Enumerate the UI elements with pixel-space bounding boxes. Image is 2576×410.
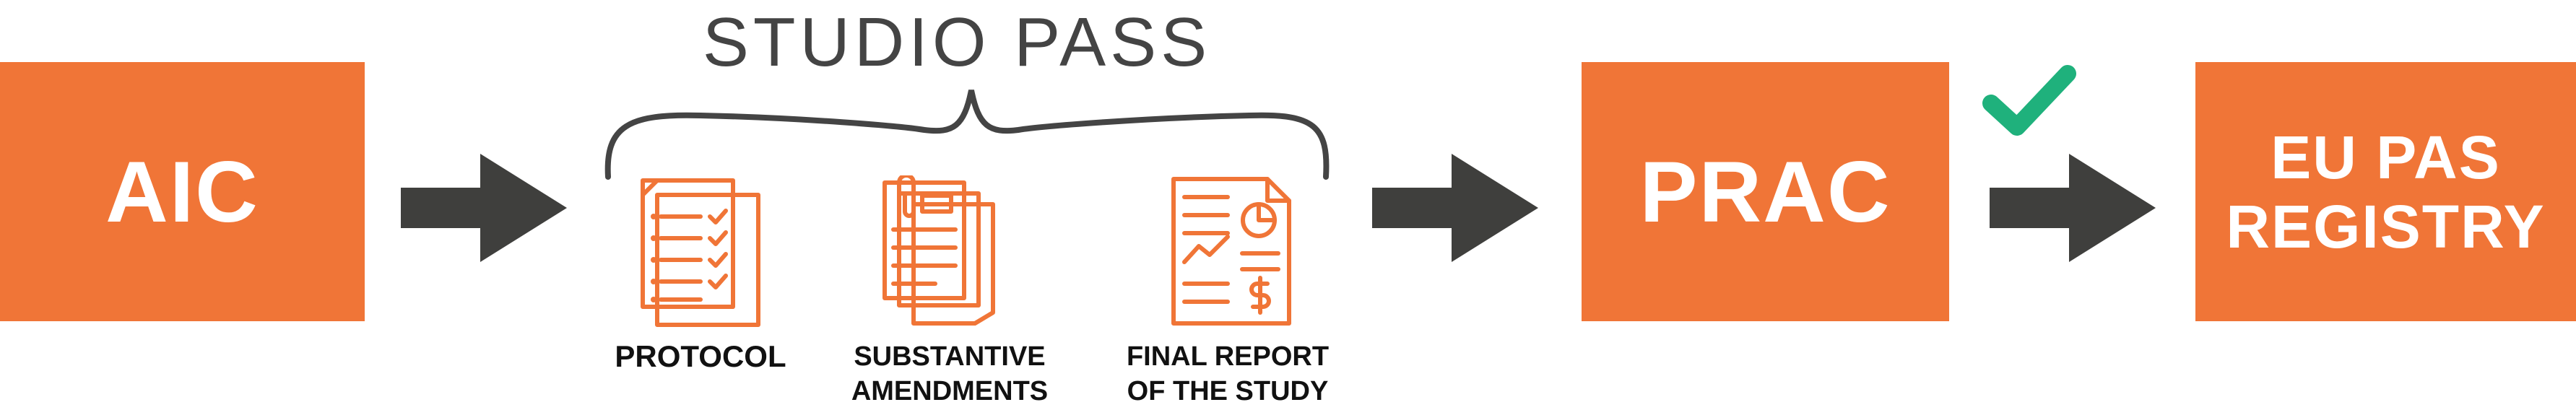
prac-box: PRAC [1582, 62, 1949, 321]
aic-box: AIC [0, 62, 365, 321]
arrow-right-icon [401, 154, 567, 262]
arrow-right-icon [1372, 154, 1538, 262]
protocol-label: PROTOCOL [615, 339, 786, 373]
eu-pas-registry-label: EU PAS REGISTRY [2226, 123, 2546, 261]
final-report-document-icon [1171, 177, 1291, 326]
checkmark-icon [1982, 65, 2076, 136]
final-report-label: FINAL REPORT OF THE STUDY [1126, 341, 1330, 406]
aic-label: AIC [105, 143, 259, 240]
curly-brace [604, 90, 1330, 180]
protocol-document-icon [641, 178, 760, 327]
prac-label: PRAC [1639, 143, 1891, 240]
substantive-amendments-label: SUBSTANTIVE AMENDMENTS [851, 341, 1049, 406]
amendments-document-icon [882, 175, 995, 326]
arrow-right-icon [1990, 154, 2156, 262]
eu-pas-registry-box: EU PAS REGISTRY [2195, 62, 2576, 321]
studio-pass-title: STUDIO PASS [702, 4, 1212, 81]
